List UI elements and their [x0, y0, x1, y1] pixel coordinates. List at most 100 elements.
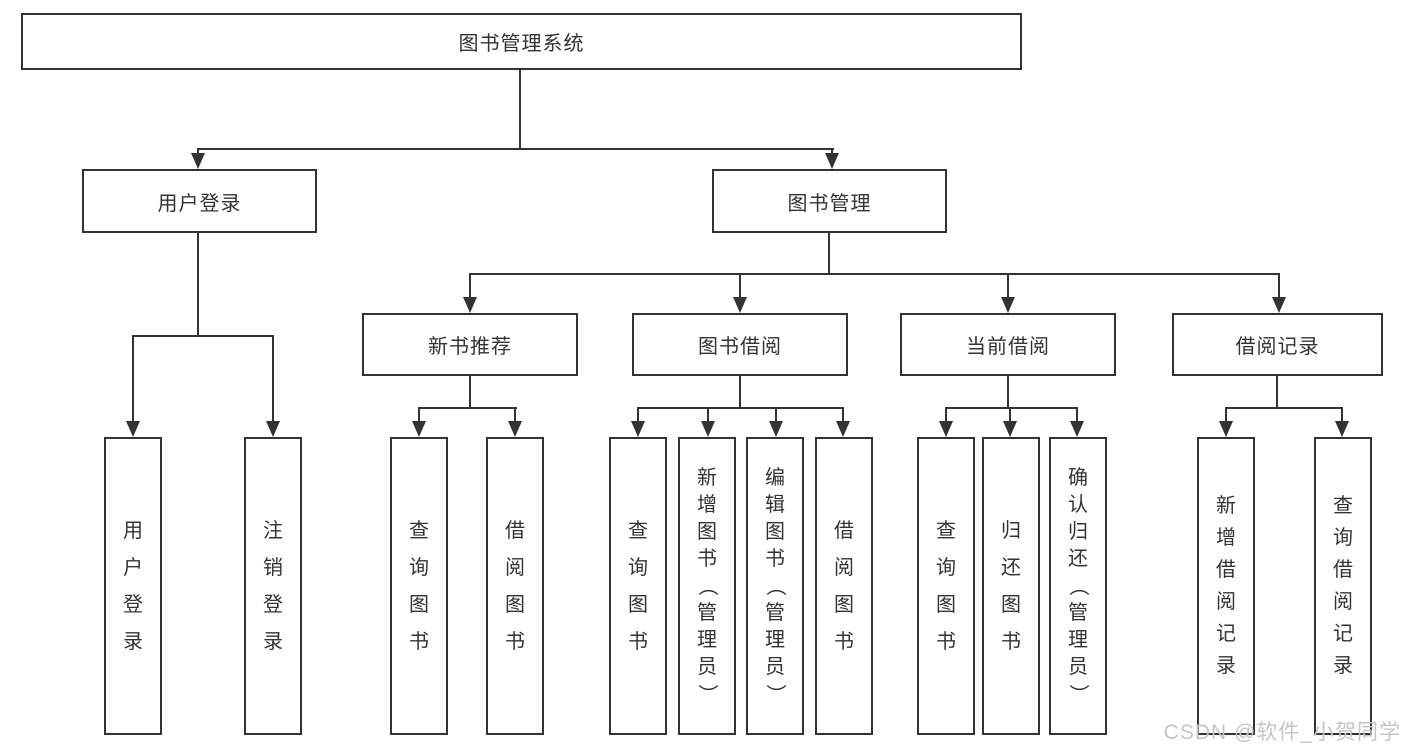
arrowhead-icon [769, 421, 783, 437]
connector-line [1225, 407, 1343, 409]
arrowhead-icon [836, 421, 850, 437]
vertical-char: 登 [123, 593, 143, 616]
arrowhead-icon [412, 421, 426, 437]
vertical-char: 管 [1068, 602, 1088, 624]
vertical-char: 借 [834, 519, 854, 542]
vertical-char: 书 [409, 630, 429, 653]
vertical-char: 阅 [505, 556, 525, 579]
node-library-system: 图书管理系统 [21, 13, 1022, 70]
vertical-char: 查 [936, 519, 956, 542]
vertical-char: 阅 [1216, 591, 1236, 613]
connector-line [1007, 273, 1009, 301]
arrowhead-icon [1003, 421, 1017, 437]
vertical-char: 注 [263, 519, 283, 542]
vertical-char: ） [696, 684, 718, 704]
vertical-char: 员 [697, 656, 717, 678]
connector-line [1007, 376, 1009, 409]
vertical-char: 录 [1333, 655, 1353, 677]
vertical-char: 确 [1068, 467, 1088, 489]
vertical-char: 管 [697, 602, 717, 624]
vertical-char: 认 [1068, 494, 1088, 516]
leaf-return-books: 归还图书 [982, 437, 1040, 735]
arrowhead-icon [191, 153, 205, 169]
leaf-query-books-current: 查询图书 [917, 437, 975, 735]
vertical-char: 书 [505, 630, 525, 653]
arrowhead-icon [1272, 297, 1286, 313]
vertical-char: 员 [1068, 656, 1088, 678]
leaf-logout: 注销登录 [244, 437, 302, 735]
arrowhead-icon [508, 421, 522, 437]
vertical-char: 书 [834, 630, 854, 653]
vertical-char: 用 [123, 519, 143, 542]
vertical-char: 查 [409, 519, 429, 542]
connector-line [707, 407, 709, 425]
arrowhead-icon [266, 421, 280, 437]
vertical-char: 图 [628, 593, 648, 616]
arrowhead-icon [1001, 297, 1015, 313]
leaf-borrow-books-borrowing: 借阅图书 [815, 437, 873, 735]
arrowhead-icon [1070, 421, 1084, 437]
connector-line [1225, 407, 1227, 425]
arrowhead-icon [463, 297, 477, 313]
vertical-char: 登 [263, 593, 283, 616]
leaf-query-books-borrowing: 查询图书 [609, 437, 667, 735]
vertical-char: 书 [765, 548, 785, 570]
node-borrow-records: 借阅记录 [1172, 313, 1383, 376]
vertical-char: 记 [1216, 623, 1236, 645]
leaf-add-book-admin: 新增图书（管理员） [678, 437, 736, 735]
arrowhead-icon [825, 153, 839, 169]
connector-line [418, 407, 517, 409]
vertical-char: 录 [123, 630, 143, 653]
vertical-char: 还 [1068, 548, 1088, 570]
connector-line [272, 335, 274, 425]
connector-line [469, 376, 471, 409]
vertical-char: 归 [1001, 519, 1021, 542]
connector-line [469, 273, 1280, 275]
vertical-char: 录 [1216, 655, 1236, 677]
vertical-char: 图 [1001, 593, 1021, 616]
connector-line [469, 273, 471, 301]
vertical-char: 录 [263, 630, 283, 653]
vertical-char: （ [696, 576, 718, 596]
vertical-char: 书 [1001, 630, 1021, 653]
vertical-char: 图 [409, 593, 429, 616]
node-new-book-recommend: 新书推荐 [362, 313, 578, 376]
vertical-char: 书 [936, 630, 956, 653]
arrowhead-icon [701, 421, 715, 437]
vertical-char: 理 [765, 629, 785, 651]
vertical-char: 理 [1068, 629, 1088, 651]
leaf-user-login: 用户登录 [104, 437, 162, 735]
vertical-char: 阅 [834, 556, 854, 579]
connector-line [197, 148, 834, 150]
connector-line [739, 376, 741, 409]
connector-line [418, 407, 420, 425]
vertical-char: 记 [1333, 623, 1353, 645]
connector-line [1009, 407, 1011, 425]
vertical-char: 图 [697, 521, 717, 543]
vertical-char: 编 [765, 467, 785, 489]
vertical-char: 借 [505, 519, 525, 542]
vertical-char: 辑 [765, 494, 785, 516]
vertical-char: 图 [765, 521, 785, 543]
node-current-borrowing: 当前借阅 [900, 313, 1116, 376]
vertical-char: 新 [1216, 495, 1236, 517]
vertical-char: 归 [1068, 521, 1088, 543]
vertical-char: 阅 [1333, 591, 1353, 613]
vertical-char: 图 [936, 593, 956, 616]
leaf-edit-book-admin: 编辑图书（管理员） [746, 437, 804, 735]
vertical-char: ） [1067, 684, 1089, 704]
arrowhead-icon [1219, 421, 1233, 437]
vertical-char: 员 [765, 656, 785, 678]
vertical-char: （ [1067, 576, 1089, 596]
vertical-char: ） [764, 684, 786, 704]
vertical-char: 询 [1333, 527, 1353, 549]
arrowhead-icon [733, 297, 747, 313]
vertical-char: 还 [1001, 556, 1021, 579]
vertical-char: （ [764, 576, 786, 596]
vertical-char: 理 [697, 629, 717, 651]
leaf-confirm-return-admin: 确认归还 （ 管理员 ） [1049, 437, 1107, 735]
watermark-text: CSDN @软件_小贺同学 [1163, 721, 1401, 744]
leaf-add-borrow-record: 新增借阅记录 [1197, 437, 1255, 735]
vertical-char: 书 [628, 630, 648, 653]
